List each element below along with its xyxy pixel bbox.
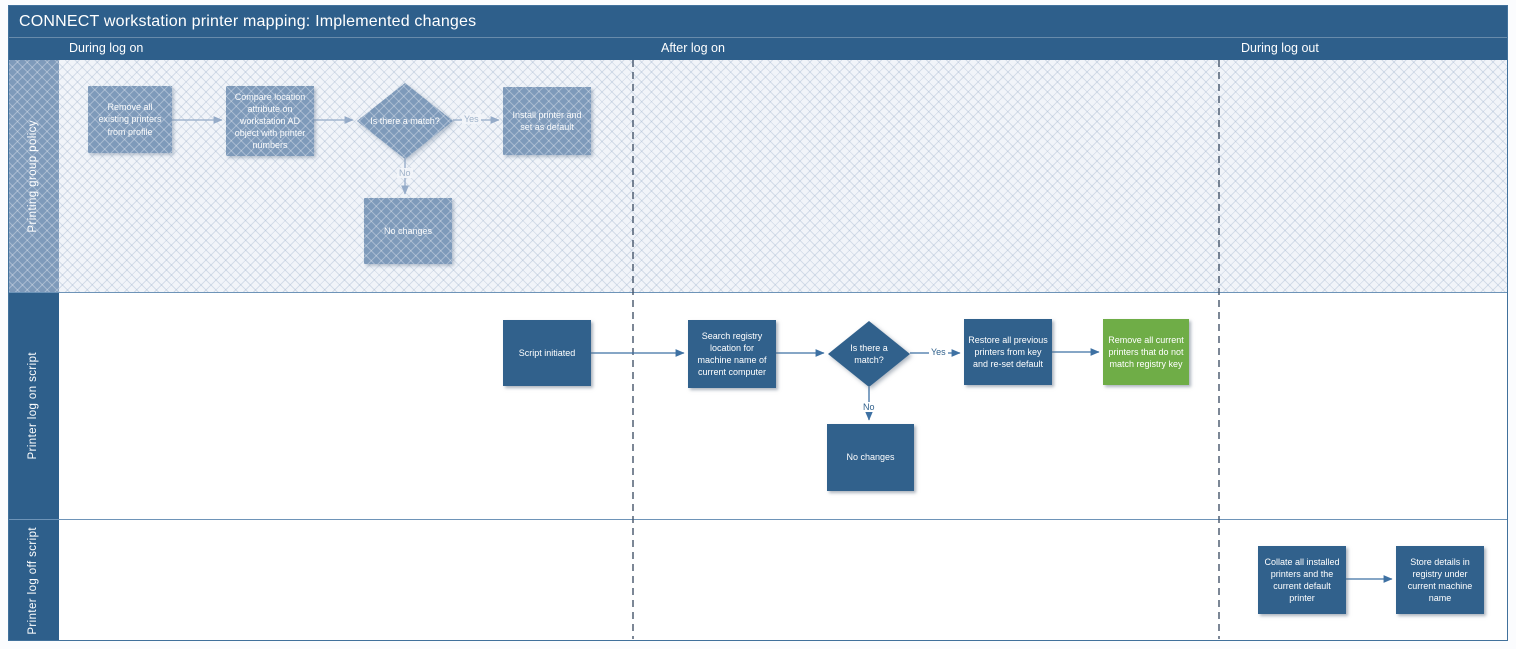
connector-layer <box>172 60 1393 639</box>
edge-label-no: No <box>861 402 877 412</box>
edge-label-no: No <box>397 168 413 178</box>
process-restore-previous-printers: Restore all previous printers from key a… <box>964 319 1052 385</box>
process-logon-no-changes: No changes <box>827 424 914 491</box>
lane-body-printer-log-on-script <box>59 292 1507 519</box>
diagram-title: CONNECT workstation printer mapping: Imp… <box>9 6 1507 37</box>
process-remove-existing-printers: Remove all existing printers from profil… <box>88 86 172 153</box>
lane1-connectors <box>172 116 500 195</box>
decision-logon-match: Is there a match? <box>828 321 910 387</box>
column-header-during-log-on: During log on <box>69 41 144 55</box>
process-remove-unmatched-printers: Remove all current printers that do not … <box>1103 319 1189 385</box>
flowchart-canvas: CONNECT workstation printer mapping: Imp… <box>8 5 1508 641</box>
process-compare-location-attribute: Compare location attribute on workstatio… <box>226 86 314 156</box>
process-search-registry-location: Search registry location for machine nam… <box>688 320 776 388</box>
column-header-during-log-out: During log out <box>1241 41 1319 55</box>
process-collate-installed-printers: Collate all installed printers and the c… <box>1258 546 1346 614</box>
column-header-strip: During log on After log on During log ou… <box>9 37 1507 60</box>
process-install-printer-default: Install printer and set as default <box>503 87 591 155</box>
process-script-initiated: Script initiated <box>503 320 591 386</box>
decision-group-policy-match-wrap: Is there a match? <box>357 83 453 159</box>
lane-label-printer-log-on-script: Printer log on script <box>9 292 59 519</box>
edge-label-yes: Yes <box>929 347 948 357</box>
lane-label-printing-group-policy: Printing group policy <box>9 60 59 292</box>
process-group-policy-no-changes: No changes <box>364 198 452 264</box>
decision-logon-match-wrap: Is there a match? <box>828 321 910 387</box>
column-header-after-log-on: After log on <box>661 41 725 55</box>
edge-label-yes: Yes <box>462 114 481 124</box>
decision-group-policy-match: Is there a match? <box>357 83 453 159</box>
lane-label-printer-log-off-script: Printer log off script <box>9 519 59 640</box>
process-store-details-registry: Store details in registry under current … <box>1396 546 1484 614</box>
